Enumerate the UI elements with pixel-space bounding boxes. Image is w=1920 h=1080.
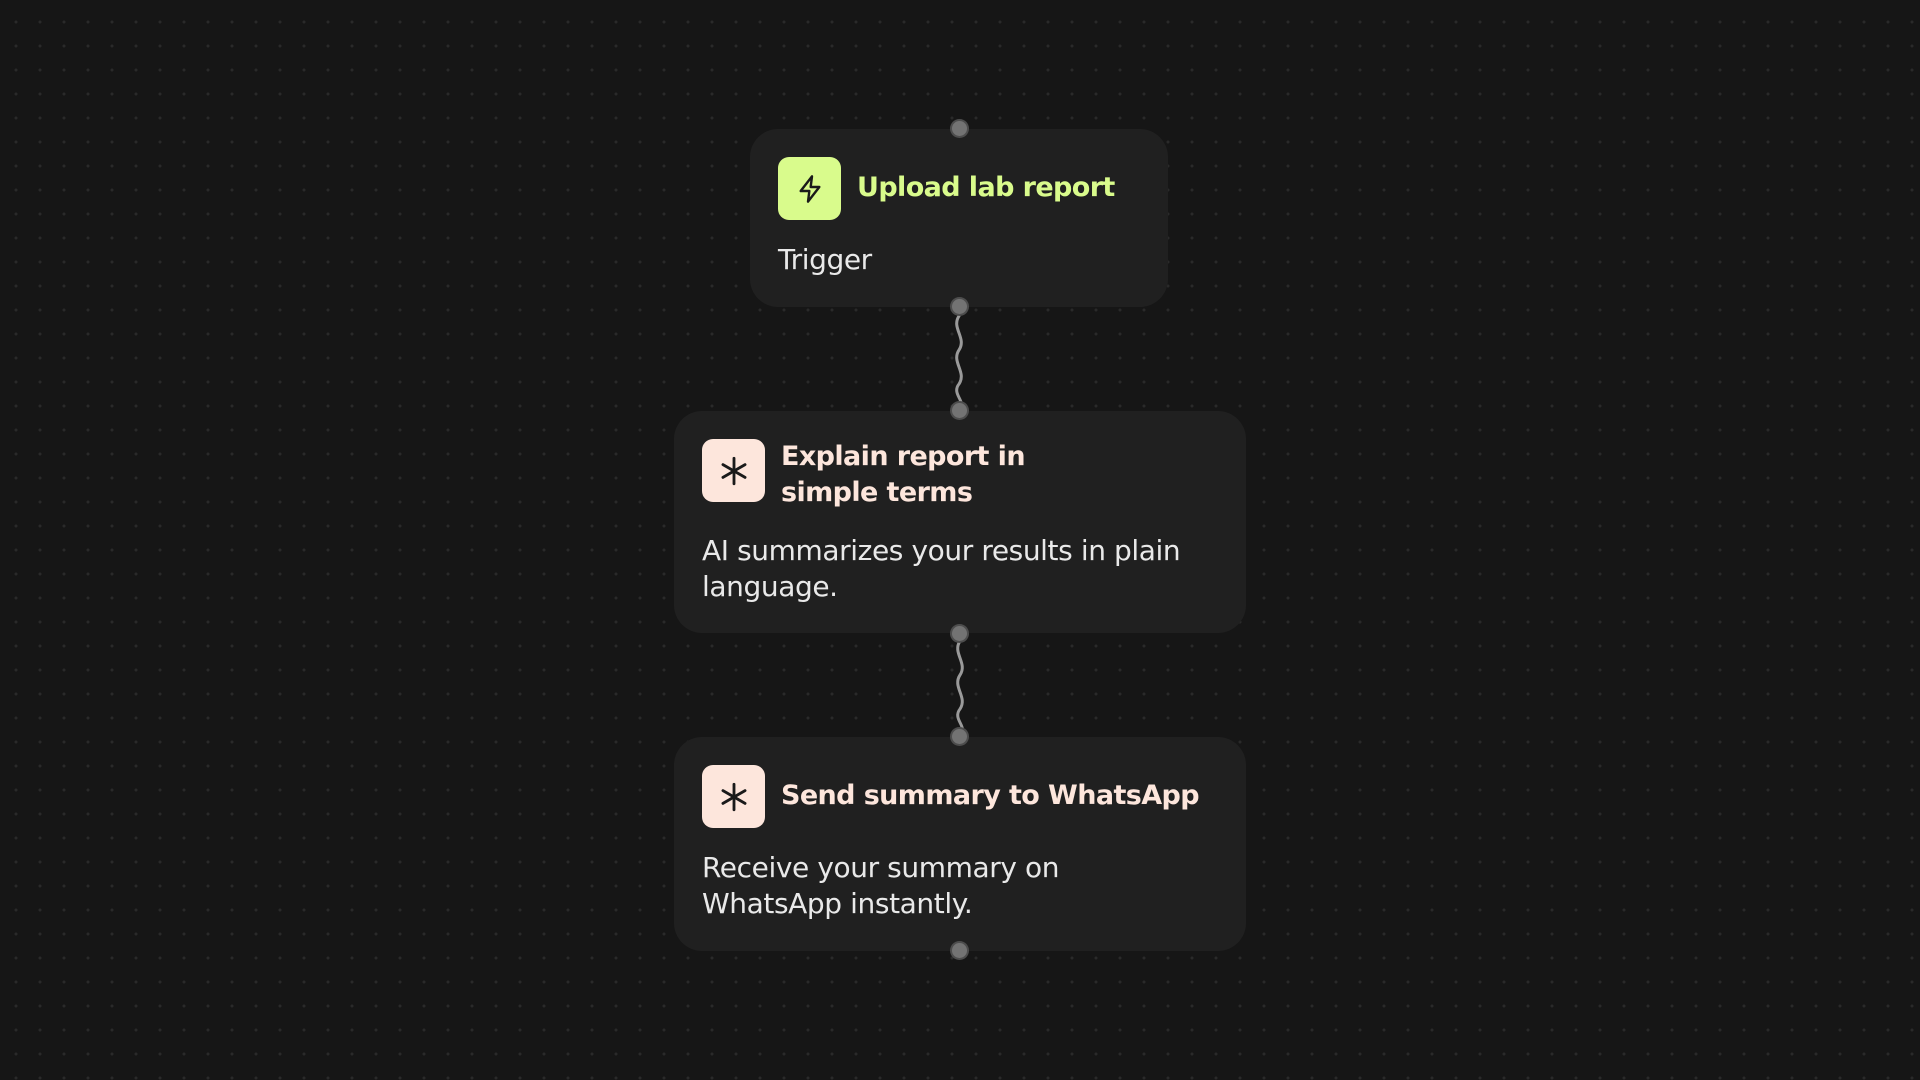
node-description: Trigger [778,243,872,276]
node-title: Upload lab report [857,172,1115,203]
workflow-node-upload-lab-report[interactable]: Upload lab report Trigger [750,129,1168,307]
lightning-icon [778,157,841,220]
node-description: AI summarizes your results in plain lang… [702,534,1181,603]
workflow-node-explain-report[interactable]: Explain report in simple terms AI summar… [674,411,1246,633]
node-title: Explain report in simple terms [781,441,1026,508]
node-header: Explain report in simple terms [702,439,1218,511]
node-output-port[interactable] [952,626,967,641]
node-input-port[interactable] [952,121,967,136]
node-header: Send summary to WhatsApp [702,765,1218,828]
connector-explain-to-send [956,639,964,735]
node-input-port[interactable] [952,729,967,744]
node-input-port[interactable] [952,403,967,418]
node-header: Upload lab report [778,157,1140,220]
workflow-node-send-whatsapp[interactable]: Send summary to WhatsApp Receive your su… [674,737,1246,951]
node-title: Send summary to WhatsApp [781,780,1200,811]
node-output-port[interactable] [952,943,967,958]
node-description: Receive your summary on WhatsApp instant… [702,851,1060,920]
asterisk-icon [702,765,765,828]
node-output-port[interactable] [952,299,967,314]
asterisk-icon [702,439,765,502]
connector-upload-to-explain [955,314,963,410]
